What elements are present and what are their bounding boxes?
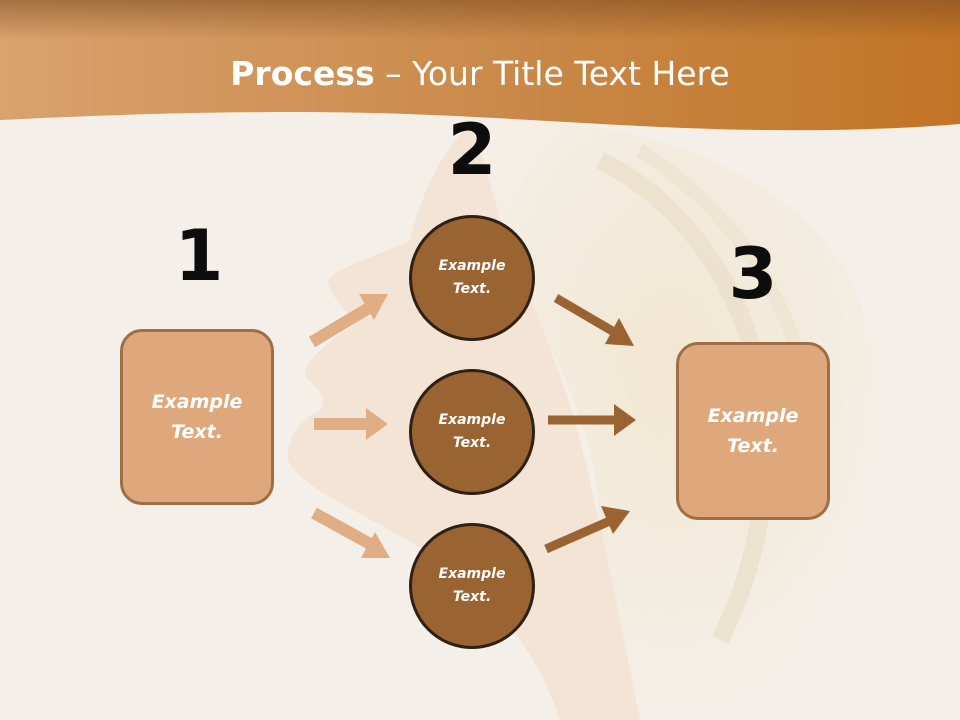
portrait-hair <box>470 121 875 720</box>
process-circle-top-text: Example Text. <box>438 258 506 297</box>
step-number-3: 3 <box>728 233 778 315</box>
title-bold: Process <box>230 54 375 93</box>
step-number-2: 2 <box>447 109 497 191</box>
process-circle-top: Example Text. <box>409 215 535 341</box>
process-circle-bottom: Example Text. <box>409 523 535 649</box>
step-number-1: 1 <box>174 215 224 297</box>
title-rest: – Your Title Text Here <box>374 54 730 93</box>
page-title: Process – Your Title Text Here <box>0 52 960 96</box>
process-circle-middle: Example Text. <box>409 369 535 495</box>
process-circle-middle-text: Example Text. <box>438 412 506 451</box>
process-circle-bottom-text: Example Text. <box>438 566 506 605</box>
step-box-1: Example Text. <box>120 329 274 505</box>
step-box-3-text: Example Text. <box>707 405 799 457</box>
step-box-1-text: Example Text. <box>151 391 243 443</box>
step-box-3: Example Text. <box>676 342 830 520</box>
